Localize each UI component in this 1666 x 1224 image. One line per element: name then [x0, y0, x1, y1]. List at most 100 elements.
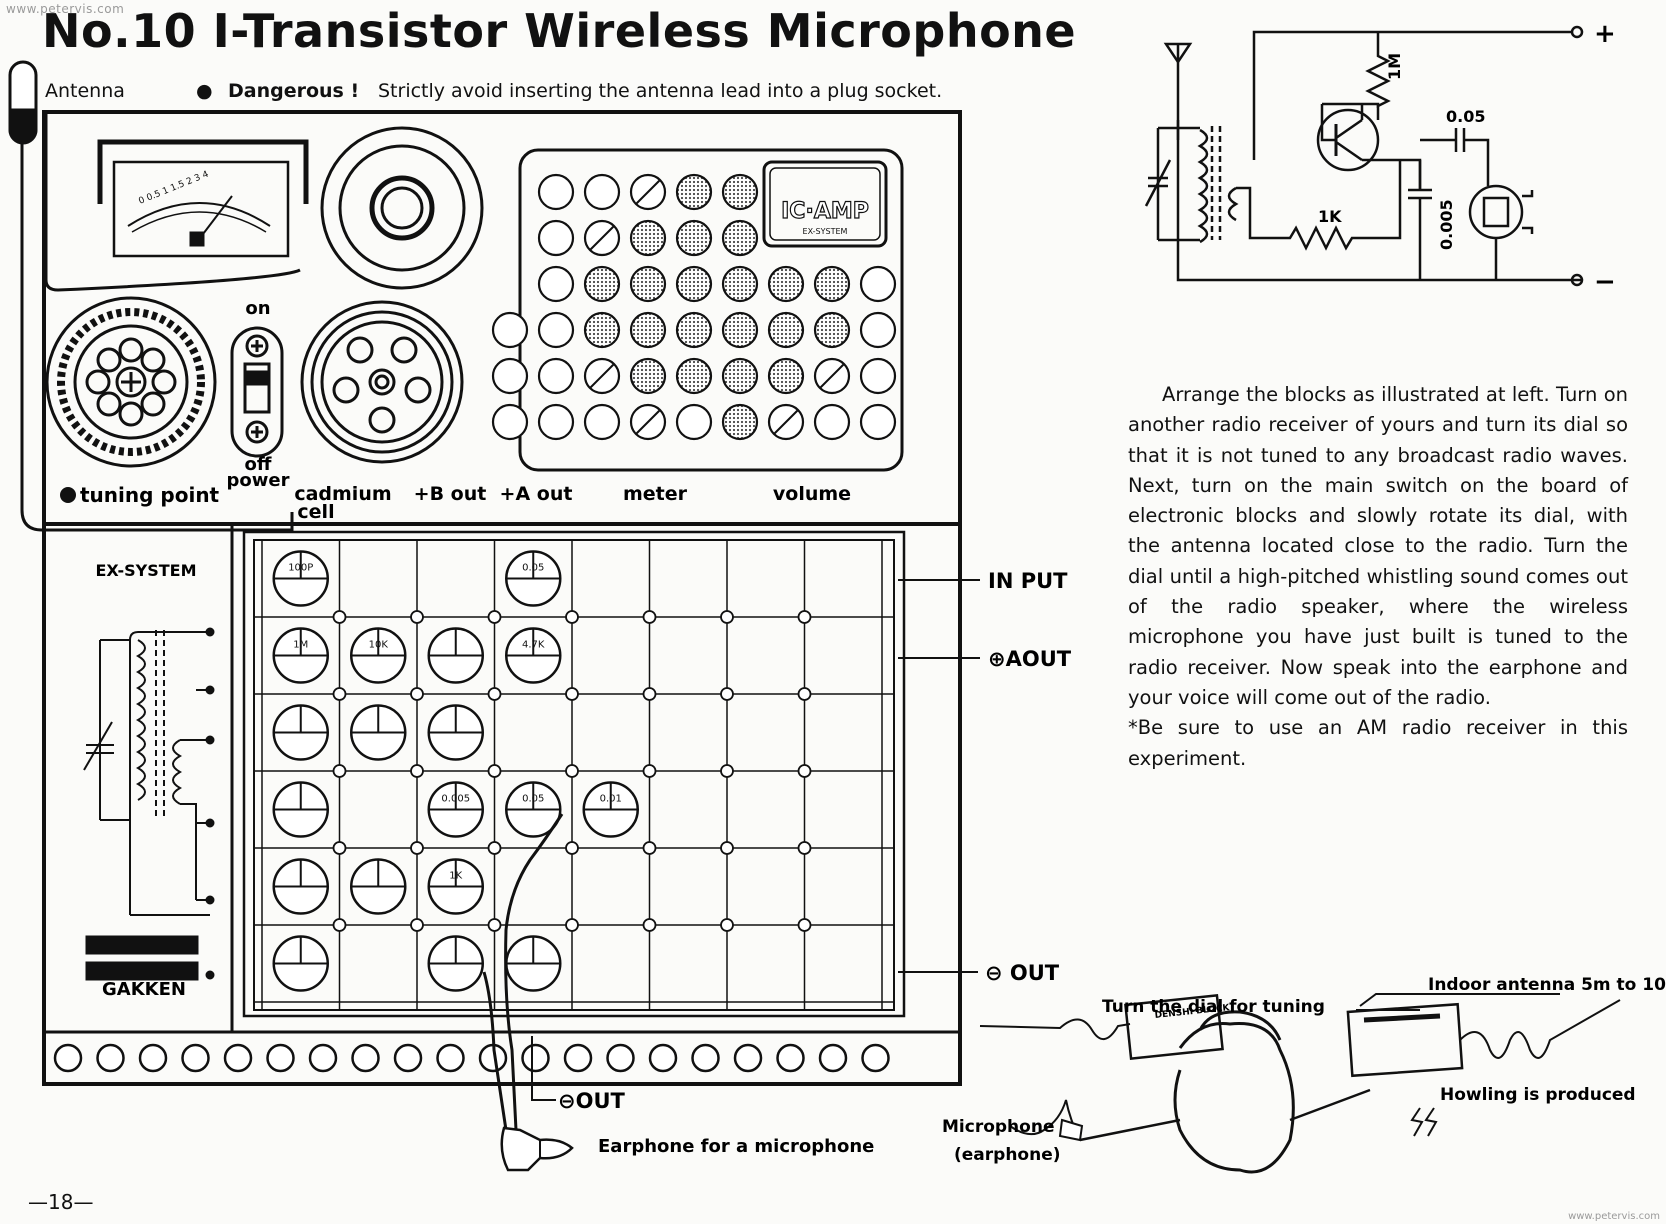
tuning-dial-icon: [45, 296, 217, 468]
power-label: power: [227, 470, 290, 491]
svg-text:0.05: 0.05: [522, 794, 544, 805]
block-tile: [272, 858, 329, 915]
ic-amp-holes: [491, 173, 897, 441]
out-right-label: ⊖ OUT: [985, 961, 1060, 985]
svg-text:+: +: [1594, 19, 1616, 49]
tuning-illustration: [979, 993, 1621, 1174]
ic-hole: [721, 173, 759, 211]
gakken-logo: GAKKEN: [102, 979, 186, 1000]
ic-hole: [629, 357, 667, 395]
svg-text:0.05: 0.05: [522, 563, 544, 574]
power-switch-icon: [230, 326, 284, 458]
ic-hole: [583, 311, 621, 349]
svg-text:0.01: 0.01: [600, 794, 622, 805]
block-tile: 0.05: [505, 781, 562, 838]
svg-text:cadmium: cadmium: [294, 483, 391, 505]
ic-hole: [629, 265, 667, 303]
ic-hole: [537, 173, 575, 211]
ic-hole: [767, 311, 805, 349]
ic-hole: [583, 173, 621, 211]
ex-system-label: EX-SYSTEM: [96, 561, 197, 580]
ic-hole: [721, 219, 759, 257]
block-tile: 1K: [427, 858, 484, 915]
speaker-icon: [320, 126, 484, 290]
circuit-schematic: [1144, 25, 1584, 287]
ic-hole: [675, 173, 713, 211]
svg-text:0.005: 0.005: [441, 794, 470, 805]
ic-hole: [721, 403, 759, 441]
ic-hole: [491, 357, 529, 395]
tuning-point-label: tuning point: [80, 483, 220, 507]
block-tile: [505, 935, 562, 992]
block-tile: 0.05: [505, 550, 562, 607]
ic-hole: [813, 265, 851, 303]
svg-text:IC·AMP: IC·AMP: [781, 199, 869, 224]
ic-hole: [491, 311, 529, 349]
svg-text:0.05: 0.05: [1446, 107, 1485, 126]
howling-label: Howling is produced: [1440, 1085, 1636, 1105]
svg-text:−: −: [1594, 267, 1616, 297]
block-tile: [350, 704, 407, 761]
svg-text:+A out: +A out: [500, 483, 573, 505]
switch-on-label: on: [245, 298, 270, 319]
block-tile: 100P: [272, 550, 329, 607]
block-tile: [272, 704, 329, 761]
a-out-label: ⊕AOUT: [988, 647, 1072, 671]
in-put-label: IN PUT: [988, 569, 1068, 593]
block-tile: 0.005: [427, 781, 484, 838]
page-number: —18—: [28, 1190, 94, 1214]
earphone-paren-label: (earphone): [954, 1145, 1061, 1165]
ic-hole: [767, 265, 805, 303]
svg-text:4.7K: 4.7K: [522, 640, 545, 651]
block-tile: 0.01: [582, 781, 639, 838]
ic-hole: [859, 403, 897, 441]
ic-hole: [859, 357, 897, 395]
ic-hole: [813, 311, 851, 349]
out-bottom-label: ⊖OUT: [558, 1089, 626, 1113]
svg-text:10K: 10K: [369, 640, 389, 651]
block-tile: [350, 858, 407, 915]
ic-hole: [859, 311, 897, 349]
block-tile: [272, 781, 329, 838]
ic-hole: [537, 219, 575, 257]
instructions-note: *Be sure to use an AM radio receiver in …: [1128, 716, 1628, 770]
ic-hole: [813, 403, 851, 441]
antenna-probe: [8, 60, 294, 532]
ic-hole: [583, 403, 621, 441]
ic-hole: [675, 219, 713, 257]
block-tile: [427, 627, 484, 684]
svg-text:cell: cell: [297, 501, 334, 523]
svg-text:meter: meter: [623, 483, 688, 505]
antenna-label: Antenna: [45, 80, 125, 102]
ic-hole: [537, 403, 575, 441]
page-title: No.10 I-Transistor Wireless Microphone: [42, 4, 1077, 58]
ic-hole: [721, 357, 759, 395]
ic-hole: [767, 357, 805, 395]
svg-text:1K: 1K: [1318, 207, 1342, 226]
ic-hole: [537, 311, 575, 349]
svg-text:EX-SYSTEM: EX-SYSTEM: [803, 227, 848, 236]
block-tile: [427, 704, 484, 761]
ic-hole: [675, 357, 713, 395]
ex-system-schematic: [83, 630, 210, 916]
svg-text:volume: volume: [773, 483, 851, 505]
ic-hole: [675, 311, 713, 349]
block-tile: 10K: [350, 627, 407, 684]
warning-text: Strictly avoid inserting the antenna lea…: [378, 80, 943, 102]
ic-hole: [859, 265, 897, 303]
ic-hole: [721, 265, 759, 303]
ic-amp-chip: IC·AMP EX-SYSTEM: [762, 160, 888, 248]
ic-hole: [721, 311, 759, 349]
instructions: Arrange the blocks as illustrated at lef…: [1128, 380, 1628, 774]
tuning-point-icon: [60, 487, 76, 503]
earphone-label: Earphone for a microphone: [598, 1136, 874, 1157]
volume-dial-icon: [300, 300, 464, 464]
turn-dial-label: Turn the dial for tuning: [1102, 997, 1325, 1017]
meter-scale: 0 0.5 1 1.5 2 3 4: [137, 170, 210, 207]
indoor-antenna-label: Indoor antenna 5m to 10m: [1428, 975, 1666, 995]
block-tile: [427, 935, 484, 992]
warning-bullet: ●: [196, 80, 213, 102]
svg-text:1M: 1M: [293, 640, 308, 651]
ic-hole: [537, 357, 575, 395]
